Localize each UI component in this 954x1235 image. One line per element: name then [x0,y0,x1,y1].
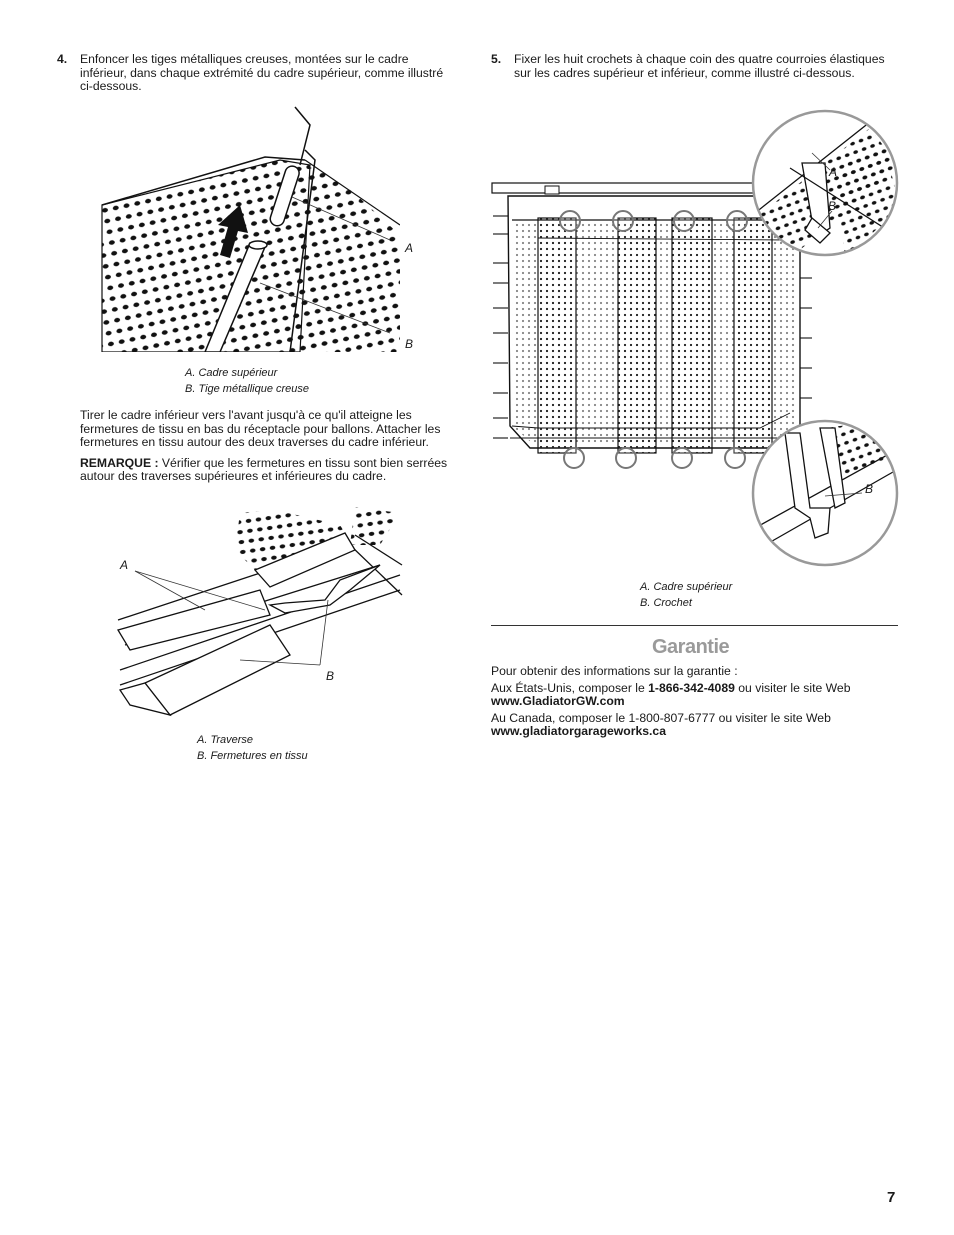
note-label: REMARQUE : [80,455,159,470]
warranty-divider [491,625,898,626]
instructions-block: Tirer le cadre inférieur vers l'avant ju… [80,408,465,484]
caption-a: A. Cadre supérieur [640,581,733,593]
note-text: Vérifier que les fermetures en tissu son… [80,455,448,484]
warranty-ca: Au Canada, composer le 1-800-807-6777 ou… [491,710,831,725]
us-phone: 1-866-342-4089 [648,680,735,695]
figure3-caption: A. Cadre supérieur B. Crochet [640,579,732,611]
us-prefix: Aux États-Unis, composer le [491,680,649,695]
figure-frame-rod: A B [101,106,413,352]
figure-hooks: A B B [491,109,899,567]
fig2-label-a: A [119,558,128,572]
warranty-us: Aux États-Unis, composer le 1-866-342-40… [491,680,901,696]
ca-website-link[interactable]: www.gladiatorgarageworks.ca [491,724,666,739]
step-5: 5. Fixer les huit crochets à chaque coin… [491,52,901,80]
step-text: Fixer les huit crochets à chaque coin de… [514,52,885,80]
caption-b: B. Fermetures en tissu [197,750,308,762]
caption-a: A. Cadre supérieur [185,367,278,379]
fig2-label-b: B [326,669,334,683]
us-website-link[interactable]: www.GladiatorGW.com [491,694,625,709]
pull-frame-paragraph: Tirer le cadre inférieur vers l'avant ju… [80,408,441,450]
step-text: Enfoncer les tiges métalliques creuses, … [80,52,444,94]
fig1-label-a: A [404,241,413,255]
caption-b: B. Tige métallique creuse [185,383,310,395]
warranty-intro: Pour obtenir des informations sur la gar… [491,664,738,678]
fig3-label-b-top: B [828,199,836,213]
step-number: 5. [491,52,502,66]
figure-crossbar-fasteners: A B [117,507,403,717]
note-paragraph: REMARQUE : Vérifier que les fermetures e… [80,455,465,484]
figure2-caption: A. Traverse B. Fermetures en tissu [197,732,308,764]
warranty-title: Garantie [652,636,730,658]
fig3-label-a: A [828,165,837,179]
warranty-block: Pour obtenir des informations sur la gar… [491,664,901,739]
figure1-caption: A. Cadre supérieur B. Tige métallique cr… [185,365,309,397]
fig3-label-b-bottom: B [865,482,873,496]
page-number: 7 [887,1189,896,1206]
us-suffix: ou visiter le site Web [734,680,851,695]
step-4: 4. Enfoncer les tiges métalliques creuse… [57,52,457,94]
step-number: 4. [57,52,68,66]
fig1-label-b: B [405,337,413,351]
caption-a: A. Traverse [197,734,254,746]
caption-b: B. Crochet [640,597,692,609]
